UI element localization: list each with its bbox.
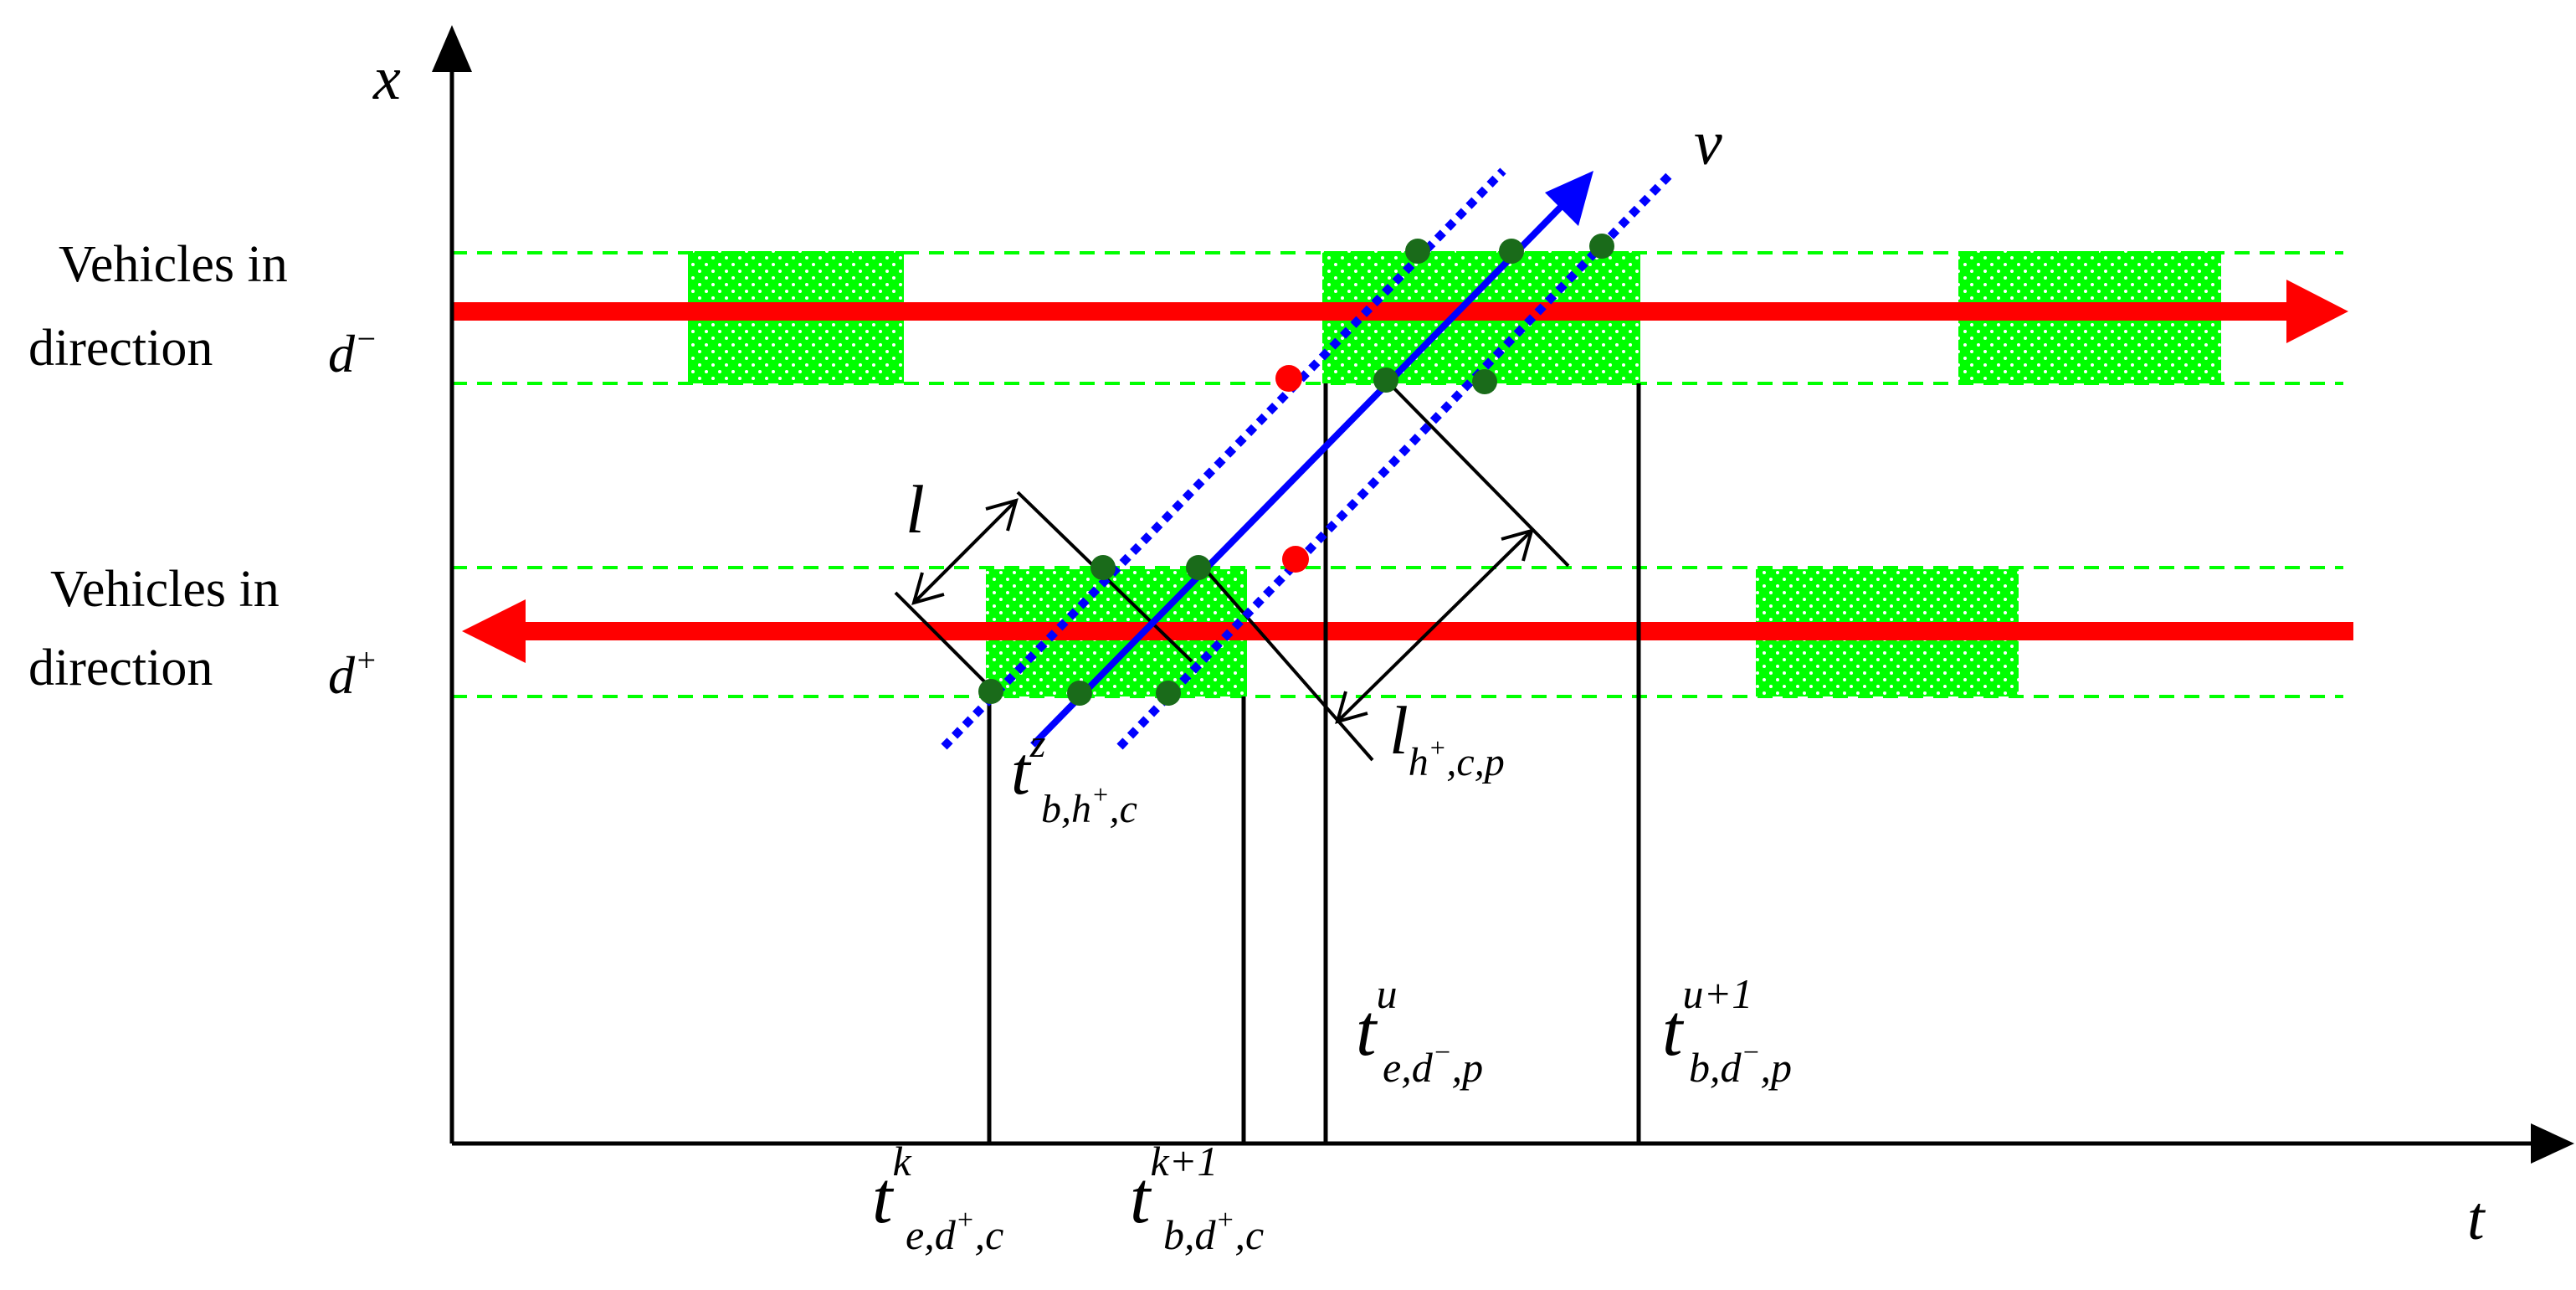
trajectory-left-bound [941,167,1506,750]
point [1405,239,1430,264]
t-axis-arrowhead [2531,1123,2574,1164]
crossing-trajectory [941,167,1674,750]
upper-lane-line1: Vehicles in [59,236,288,293]
width-label-lh: lh+,c,p [1389,692,1505,784]
band-boundaries [452,251,2343,698]
l-bracket-bottom [894,591,991,688]
upper-lane-line2: direction [28,320,213,377]
lower-lane-label: Vehicles in direction d+ [28,561,377,705]
point [1090,555,1116,580]
lh-bracket-upper [1388,382,1570,568]
point [1067,681,1092,706]
point [1156,681,1181,706]
upper-lane-label: Vehicles in direction d− [28,236,377,383]
axes [449,67,2544,1146]
point [978,679,1003,704]
lh-double-arrow [1336,529,1533,723]
point [1589,234,1614,259]
lower-lane-line2: direction [28,640,213,696]
t-axis-label: t [2467,1185,2486,1253]
trajectory-right-bound [1116,171,1674,750]
lower-lane-direction: d+ [328,641,377,705]
point [1373,367,1398,393]
time-marker-lines [987,383,1641,1144]
l-arrowhead-a [911,572,945,605]
lh-bracket-lower [1203,568,1374,762]
l-double-arrow [912,499,1018,604]
point [1472,369,1497,394]
width-label-l: l [906,471,925,547]
speed-label-v: v [1694,108,1722,178]
lower-lane-line1: Vehicles in [50,561,280,618]
point [1499,239,1524,264]
traffic-flow-arrows [454,280,2353,663]
lower-flow-arrowhead [462,599,526,663]
x-axis-label: x [372,44,401,113]
lh-arrowhead-a [1335,691,1368,724]
conflict-point [1282,546,1309,573]
l-arrowhead-b [985,498,1019,532]
trajectory-arrowhead [1545,171,1593,226]
upper-lane-direction: d− [328,320,377,383]
conflict-points [1275,365,1309,573]
lh-arrowhead-b [1501,528,1534,562]
upper-flow-arrowhead [2286,280,2348,343]
trajectory-center-line [1030,202,1566,748]
intersection-points [978,234,1614,706]
conflict-point [1275,365,1302,392]
x-axis-arrowhead [432,25,472,72]
point [1186,555,1211,580]
